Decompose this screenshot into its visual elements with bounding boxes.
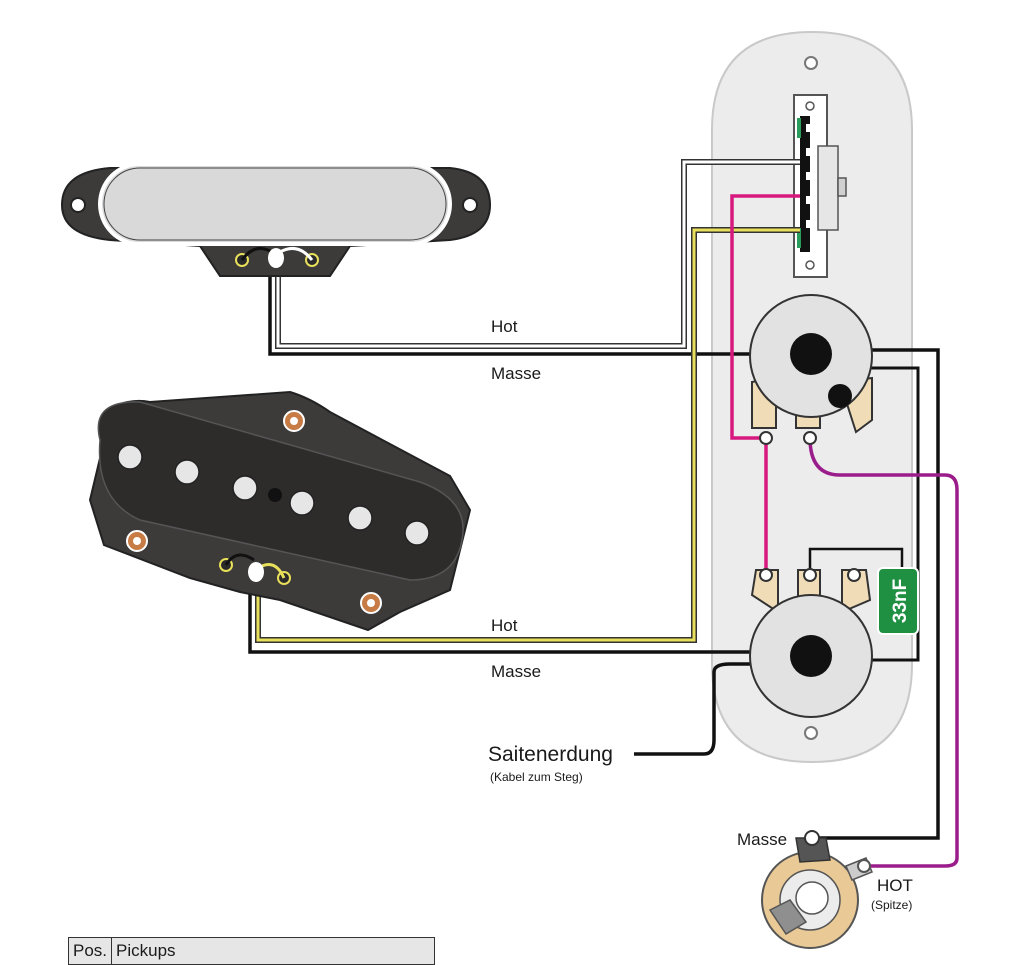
plate-screw-top — [804, 56, 818, 70]
bridge-pickup — [88, 390, 472, 632]
legend-col-pickups: Pickups — [111, 937, 436, 965]
label-bridge-hot: Hot — [491, 616, 518, 635]
label-neck-hot: Hot — [491, 317, 518, 336]
label-jack-hot-note: (Spitze) — [871, 898, 912, 912]
legend-col-position: Pos. — [67, 937, 113, 965]
output-jack — [761, 830, 873, 949]
neck-pickup — [60, 162, 492, 277]
position-legend-table: Pos. Pickups — [67, 937, 436, 965]
selector-switch — [793, 94, 847, 278]
wire-jack-hot — [808, 437, 959, 868]
volume-pot — [749, 294, 873, 445]
wire-string-ground — [634, 662, 812, 756]
capacitor: 33nF — [877, 567, 919, 635]
label-bridge-ground: Masse — [491, 662, 541, 681]
label-jack-ground: Masse — [737, 830, 787, 849]
label-string-ground: Saitenerdung — [488, 743, 613, 766]
label-jack-hot: HOT — [877, 876, 913, 895]
wire-ground-bus-top — [812, 348, 940, 840]
legend-header-row: Pos. Pickups — [67, 937, 436, 965]
wire-bridge-ground — [248, 572, 812, 654]
label-string-ground-note: (Kabel zum Steg) — [490, 770, 583, 784]
wire-switch-output — [730, 194, 800, 575]
wire-neck-ground — [268, 262, 812, 356]
tone-pot — [749, 547, 904, 718]
plate-screw-bottom — [804, 726, 818, 740]
label-neck-ground: Masse — [491, 364, 541, 383]
capacitor-label: 33nF — [890, 579, 911, 623]
